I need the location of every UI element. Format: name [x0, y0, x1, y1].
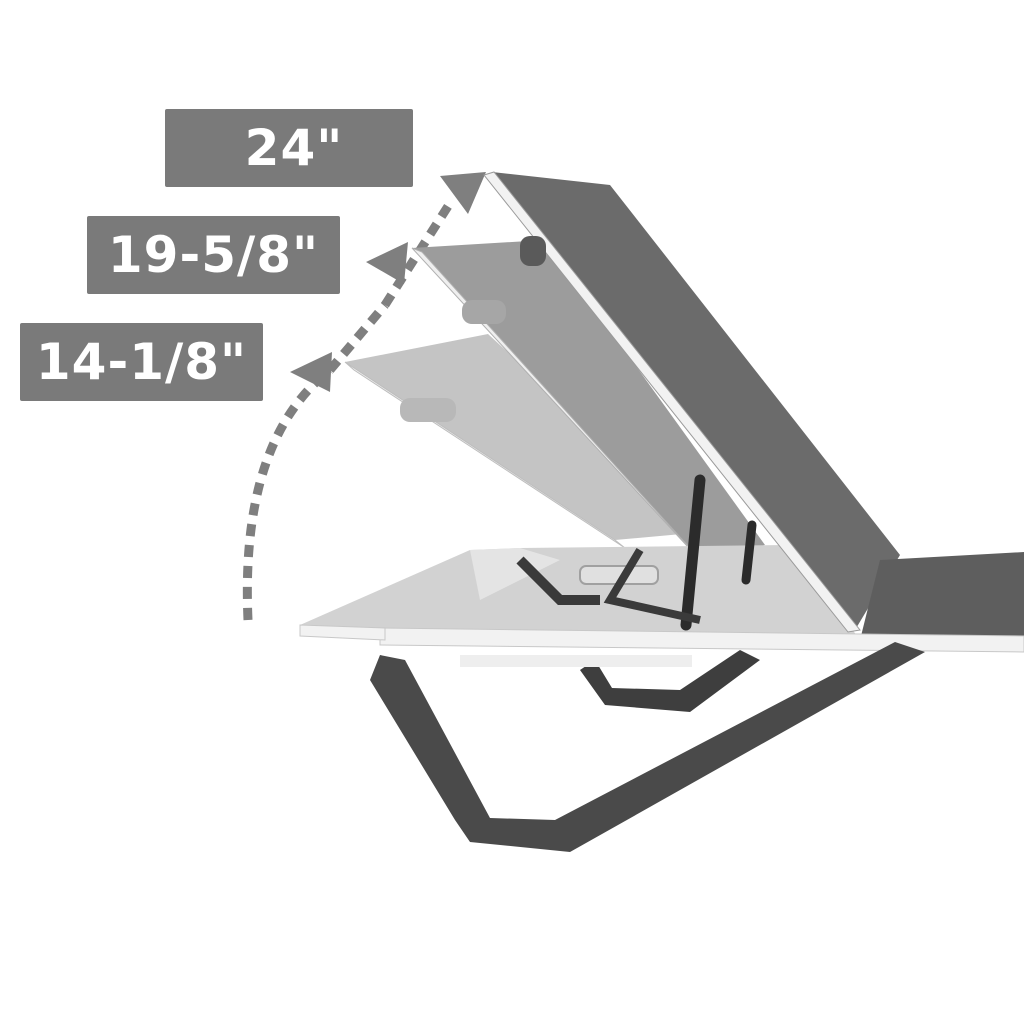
backrest-high-position [483, 171, 900, 633]
side-rail [299, 624, 1024, 667]
seat-sling [300, 545, 860, 640]
dotted-arc-arrow-icon [242, 172, 486, 621]
height-label-high: 24" [165, 109, 413, 187]
front-frame-leg [370, 642, 925, 852]
height-label-mid: 19-5/8" [87, 216, 340, 294]
height-label-mid-text: 19-5/8" [107, 226, 320, 284]
rear-frame-leg [580, 650, 760, 712]
height-label-low-text: 14-1/8" [35, 333, 248, 391]
backrest-mid-position [411, 240, 765, 569]
backrest-low-position [344, 334, 704, 549]
height-label-high-text: 24" [244, 119, 344, 177]
support-struts [516, 474, 757, 631]
height-label-low: 14-1/8" [20, 323, 263, 401]
seat-sling-dark [860, 552, 1024, 640]
